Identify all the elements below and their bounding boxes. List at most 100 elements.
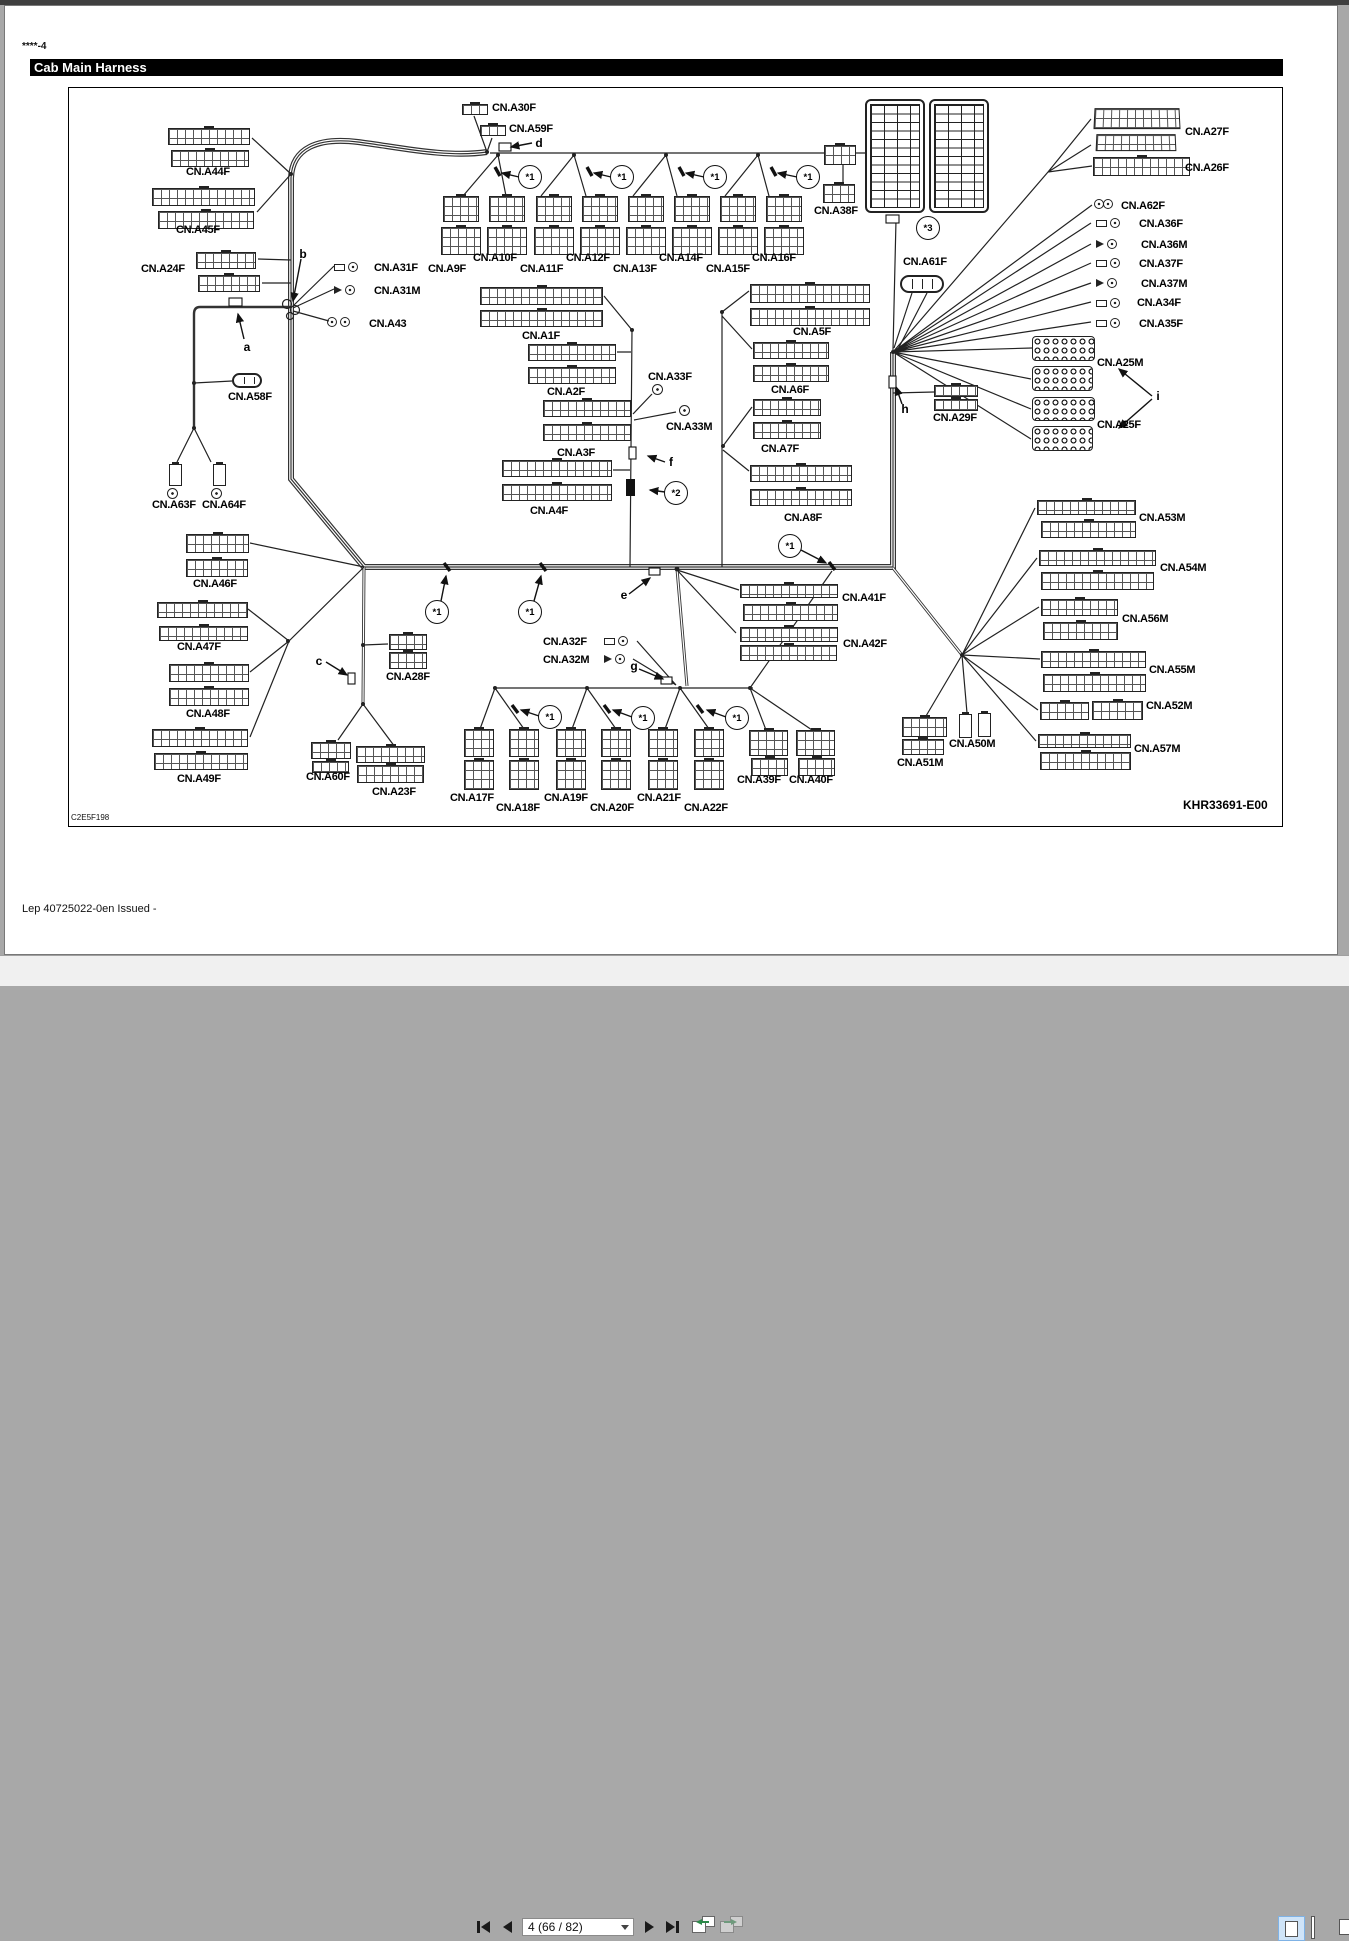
connector-block bbox=[152, 186, 255, 206]
connector-block bbox=[601, 758, 631, 790]
connector-block bbox=[959, 712, 972, 738]
connector-label: CN.A60F bbox=[306, 771, 350, 783]
connector-label: CN.A45F bbox=[176, 224, 220, 236]
last-page-button[interactable] bbox=[666, 1918, 679, 1936]
chevron-down-icon bbox=[621, 1924, 629, 1930]
note-marker: *1 bbox=[538, 705, 562, 729]
continuous-view-icon bbox=[1311, 1916, 1315, 1939]
connector-block bbox=[764, 225, 804, 255]
fuse-box bbox=[929, 99, 989, 213]
connector-label: CN.A31F bbox=[374, 262, 418, 274]
page-reference: ****-4 bbox=[22, 41, 47, 52]
connector-block bbox=[934, 397, 978, 411]
note-marker: *1 bbox=[518, 600, 542, 624]
page-number-value: 4 (66 / 82) bbox=[528, 1920, 583, 1934]
next-page-button[interactable] bbox=[645, 1918, 654, 1936]
connector-block bbox=[169, 662, 249, 682]
connector-block bbox=[1038, 732, 1131, 748]
connector-block bbox=[534, 225, 574, 255]
connector-label: CN.A51M bbox=[897, 757, 944, 769]
connector-block bbox=[753, 340, 829, 359]
connector-label: CN.A9F bbox=[428, 263, 466, 275]
connector-block bbox=[464, 758, 494, 790]
note-marker: *1 bbox=[425, 600, 449, 624]
callout-letter: i bbox=[1156, 389, 1160, 403]
connector-block bbox=[718, 225, 758, 255]
connector-label: CN.A55M bbox=[1149, 664, 1196, 676]
connector-block bbox=[169, 462, 182, 486]
previous-page-button[interactable] bbox=[503, 1918, 512, 1936]
callout-letter: a bbox=[243, 340, 251, 354]
callout-letter: b bbox=[299, 247, 307, 261]
callout-letter: f bbox=[669, 455, 673, 469]
connector-label: CN.A38F bbox=[814, 205, 858, 217]
facing-pages-view-button[interactable] bbox=[1339, 1919, 1349, 1935]
connector-block bbox=[978, 711, 991, 737]
connector-block bbox=[154, 751, 248, 770]
page-number-combobox[interactable]: 4 (66 / 82) bbox=[522, 1918, 634, 1936]
connector-block bbox=[480, 123, 506, 136]
note-marker: *1 bbox=[610, 165, 634, 189]
figure-code: C2E5F198 bbox=[71, 813, 110, 822]
connector-label: CN.A44F bbox=[186, 166, 230, 178]
connector-block bbox=[740, 582, 838, 598]
connector-label: CN.A21F bbox=[637, 792, 681, 804]
connector-block bbox=[1032, 426, 1093, 451]
connector-label: CN.A8F bbox=[784, 512, 822, 524]
connector-block bbox=[543, 398, 631, 417]
connector-label: CN.A37F bbox=[1139, 258, 1183, 270]
previous-page-icon bbox=[503, 1921, 512, 1933]
next-view-button[interactable] bbox=[720, 1916, 744, 1934]
connector-label: CN.A26F bbox=[1185, 162, 1229, 174]
first-page-button[interactable] bbox=[477, 1918, 490, 1936]
connector-block bbox=[674, 194, 710, 222]
next-view-icon bbox=[720, 1916, 744, 1934]
connector-label: CN.A32F bbox=[543, 636, 587, 648]
connector-block bbox=[1041, 649, 1146, 668]
connector-block bbox=[934, 383, 978, 397]
connector-label: CN.A59F bbox=[509, 123, 553, 135]
connector-block bbox=[750, 463, 852, 482]
callout-letter: e bbox=[620, 588, 628, 602]
connector-block bbox=[1041, 519, 1136, 538]
note-marker: *2 bbox=[664, 481, 688, 505]
connector-block bbox=[672, 225, 712, 255]
single-page-view-icon bbox=[1285, 1920, 1298, 1937]
connector-label: CN.A34F bbox=[1137, 297, 1181, 309]
connector-block bbox=[694, 758, 724, 790]
connector-block bbox=[464, 727, 494, 757]
note-marker: *1 bbox=[778, 534, 802, 558]
connector-label: CN.A33F bbox=[648, 371, 692, 383]
connector-label: CN.A40F bbox=[789, 774, 833, 786]
connector-label: CN.A5F bbox=[793, 326, 831, 338]
fuse-box bbox=[865, 99, 925, 213]
connector-label: CN.A63F bbox=[152, 499, 196, 511]
connector-block bbox=[582, 194, 618, 222]
continuous-view-button[interactable] bbox=[1311, 1916, 1315, 1939]
connector-label: CN.A14F bbox=[659, 252, 703, 264]
connector-block bbox=[556, 758, 586, 790]
connector-block bbox=[1032, 366, 1093, 391]
connector-block bbox=[652, 384, 663, 395]
connector-label: CN.A57M bbox=[1134, 743, 1181, 755]
connector-block bbox=[232, 373, 262, 388]
single-page-view-button[interactable] bbox=[1278, 1916, 1305, 1941]
connector-block bbox=[1041, 597, 1118, 616]
connector-block bbox=[357, 763, 424, 783]
connector-label: CN.A11F bbox=[520, 263, 564, 275]
connector-label: CN.A41F bbox=[842, 592, 886, 604]
connector-block bbox=[356, 744, 425, 763]
connector-label: CN.A53M bbox=[1139, 512, 1186, 524]
connector-block bbox=[487, 225, 527, 255]
connector-label: CN.A17F bbox=[450, 792, 494, 804]
connector-block bbox=[480, 285, 603, 305]
previous-view-button[interactable] bbox=[692, 1916, 716, 1934]
connector-block bbox=[749, 728, 788, 756]
connector-label: CN.A43 bbox=[369, 318, 407, 330]
connector-label: CN.A6F bbox=[771, 384, 809, 396]
callout-letter: d bbox=[535, 136, 543, 150]
connector-label: CN.A46F bbox=[193, 578, 237, 590]
connector-label: CN.A39F bbox=[737, 774, 781, 786]
connector-label: CN.A28F bbox=[386, 671, 430, 683]
connector-block bbox=[186, 557, 248, 577]
